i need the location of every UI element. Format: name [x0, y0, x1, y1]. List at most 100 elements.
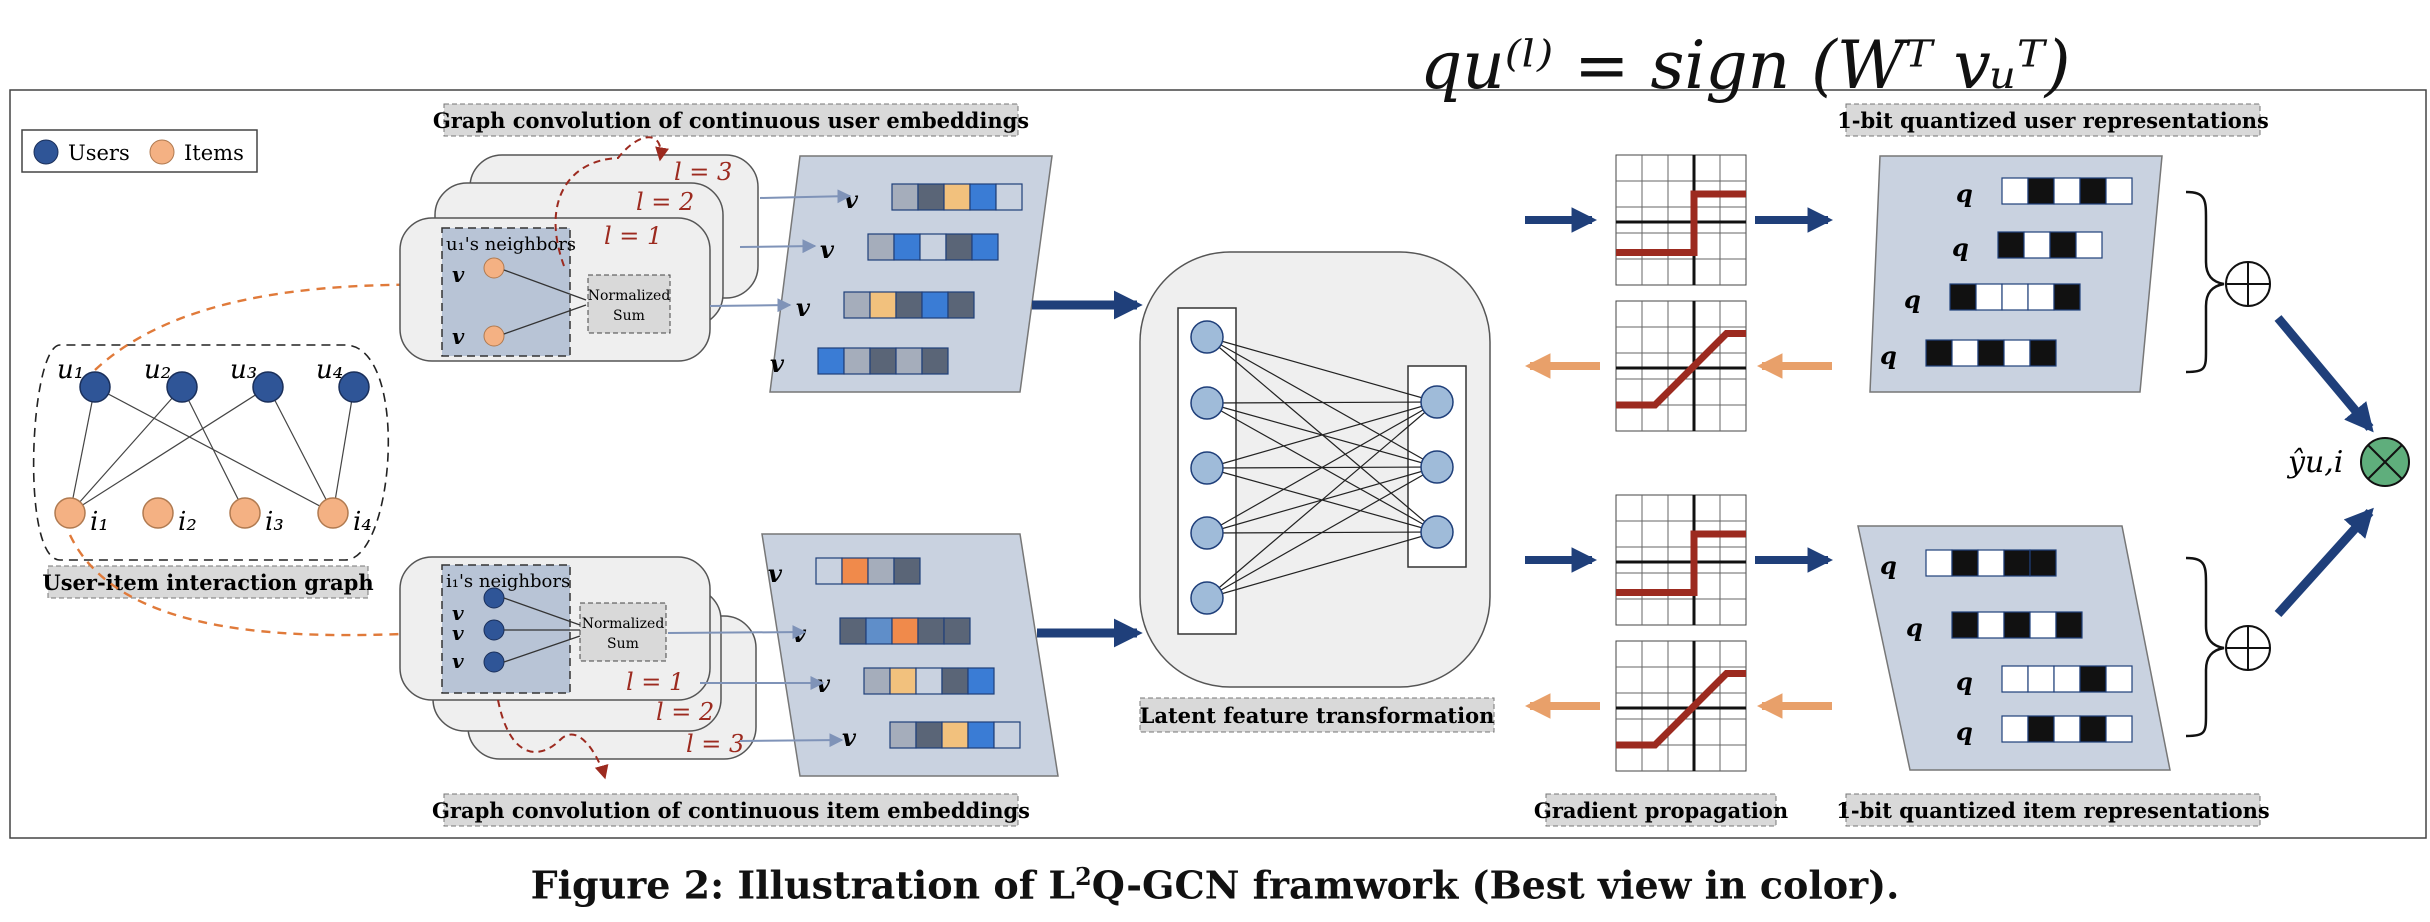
interaction-graph-label: User-item interaction graph	[42, 570, 373, 595]
item-neighbor-user-node	[483, 619, 505, 641]
bit-cell	[2003, 339, 2031, 367]
quantized-vector-label: q	[1880, 341, 1897, 370]
embedding-cell	[891, 617, 919, 645]
embedding-cell	[917, 617, 945, 645]
embedding-cell	[993, 721, 1021, 749]
user-neighbor-connector	[94, 276, 446, 371]
latent-transformation-block	[1139, 251, 1491, 688]
bit-cell	[2053, 177, 2081, 205]
item-embedding-panel	[761, 533, 1059, 777]
embedding-vector-label: v	[792, 619, 807, 648]
user-quant-panel	[1869, 155, 2163, 393]
user-neighbors-label: u₁'s neighbors	[446, 234, 576, 255]
figure-caption: Figure 2: Illustration of L2Q-GCN framwo…	[530, 862, 1900, 908]
item-sum-text: Sum	[607, 636, 639, 652]
bit-cell	[2055, 611, 2083, 639]
user-sum-text: Sum	[613, 308, 645, 324]
user-node-label: u₁	[57, 355, 84, 385]
item-node	[54, 497, 86, 529]
bit-cell	[2003, 611, 2031, 639]
item-neighbor-label: v	[452, 649, 464, 673]
embedding-cell	[869, 291, 897, 319]
embedding-cell	[945, 233, 973, 261]
bit-cell	[2027, 665, 2055, 693]
embedding-cell	[919, 233, 947, 261]
item-neighbors-label: i₁'s neighbors	[446, 571, 570, 592]
user-layer-3: l = 3	[674, 158, 732, 186]
embedding-cell	[917, 183, 945, 211]
user-node-label: u₂	[144, 355, 171, 385]
item-quant-label: 1-bit quantized item representations	[1836, 798, 2269, 823]
input-neuron	[1190, 451, 1224, 485]
item-neighbor-label: v	[452, 601, 464, 625]
legend-users-icon	[33, 139, 59, 165]
bit-cell	[1977, 549, 2005, 577]
user-normalized-text: Normalized	[588, 288, 671, 304]
user-neighbor-item-node	[483, 325, 505, 347]
gradient-label: Gradient propagation	[1534, 798, 1788, 823]
propagation-arrows	[1524, 207, 1834, 719]
user-normalized-sum-box	[587, 274, 671, 334]
embedding-cell	[891, 183, 919, 211]
item-sum-operator-icon	[2225, 625, 2271, 671]
ste-gradient-plot	[1615, 300, 1747, 432]
item-neighbor-connector	[68, 534, 446, 642]
item-node	[142, 497, 174, 529]
embedding-cell	[889, 667, 917, 695]
item-normalized-sum-box	[579, 602, 667, 662]
embedding-cell	[969, 183, 997, 211]
item-neighbor-user-node	[483, 651, 505, 673]
bit-cell	[1951, 549, 1979, 577]
input-neuron	[1190, 581, 1224, 615]
embedding-vector-label: v	[844, 185, 859, 214]
user-node	[166, 371, 198, 403]
item-quant-panel	[1857, 525, 2171, 771]
item-gcn-label: Graph convolution of continuous item emb…	[432, 798, 1030, 823]
handwritten-equation: qu⁽ˡ⁾ = sign (Wᵀ vᵤᵀ)	[1420, 27, 2071, 104]
bit-cell	[2027, 715, 2055, 743]
bit-cell	[2001, 177, 2029, 205]
latent-label-box: Latent feature transformation	[1139, 697, 1495, 733]
embedding-vector-label: v	[820, 235, 835, 264]
item-layer-3: l = 3	[686, 730, 744, 758]
legend-items-label: Items	[184, 141, 244, 165]
item-node-label: i₄	[353, 507, 372, 537]
embedding-cell	[865, 617, 893, 645]
user-embedding-panel	[769, 155, 1053, 393]
bit-cell	[2105, 715, 2133, 743]
bit-cell	[1949, 283, 1977, 311]
embedding-cell	[895, 291, 923, 319]
item-node-label: i₃	[265, 507, 284, 537]
embedding-vector-label: v	[842, 723, 857, 752]
legend-users-label: Users	[68, 141, 130, 165]
user-node	[338, 371, 370, 403]
user-node	[79, 371, 111, 403]
quantized-vector-label: q	[1952, 233, 1969, 262]
item-node-label: i₁	[90, 507, 109, 537]
bit-cell	[2053, 715, 2081, 743]
user-brace	[2185, 190, 2225, 374]
quantized-vector-label: q	[1880, 551, 1897, 580]
item-gcn-stack: i₁'s neighbors v v v Normalized Sum l = …	[399, 556, 757, 780]
item-node	[317, 497, 349, 529]
item-node	[229, 497, 261, 529]
embedding-cell	[867, 557, 895, 585]
embedding-cell	[843, 291, 871, 319]
embedding-cell	[915, 667, 943, 695]
bit-cell	[1951, 611, 1979, 639]
item-neighbor-label: v	[452, 621, 464, 645]
bit-cell	[2001, 283, 2029, 311]
quantized-vector-label: q	[1956, 179, 1973, 208]
embedding-cell	[941, 721, 969, 749]
bit-cell	[2001, 665, 2029, 693]
product-operator-icon	[2360, 437, 2410, 487]
sign-step-plot	[1615, 154, 1747, 286]
bit-cell	[1975, 283, 2003, 311]
embedding-cell	[967, 721, 995, 749]
embedding-cell	[995, 183, 1023, 211]
bit-cell	[2029, 549, 2057, 577]
input-neuron	[1190, 386, 1224, 420]
